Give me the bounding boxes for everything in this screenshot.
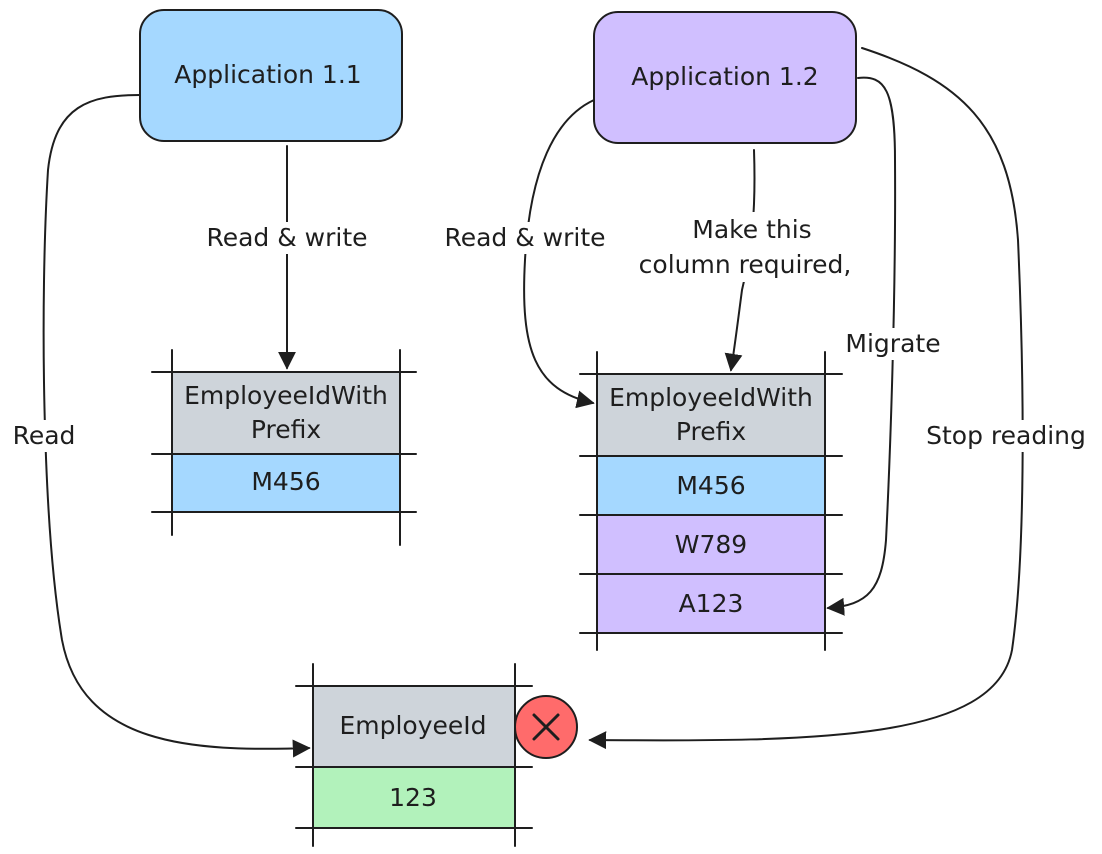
bottom-table-row-123 xyxy=(313,767,515,828)
left-table-header-cell xyxy=(172,372,400,454)
right-table-cell-value-3: A123 xyxy=(679,589,744,618)
edge-app12-read-write-label: Read & write xyxy=(444,223,605,252)
left-table-header-line1: EmployeeIdWith xyxy=(184,381,388,410)
edge-app12-stop-reading xyxy=(588,47,1024,750)
remove-badge xyxy=(514,695,578,759)
left-table-cell-value: M456 xyxy=(251,467,320,496)
application-1-1-node[interactable]: Application 1.1 xyxy=(139,9,403,142)
right-table: EmployeeIdWith Prefix M456 W789 A123 xyxy=(579,351,843,651)
bottom-table-header: EmployeeId xyxy=(339,711,486,740)
x-icon xyxy=(532,713,560,741)
edge-app12-stop-reading-label: Stop reading xyxy=(926,421,1086,450)
edge-app11-read-write-label: Read & write xyxy=(206,223,367,252)
left-table-header-line2: Prefix xyxy=(251,415,321,444)
edge-app12-required-label-line2: column required, xyxy=(639,250,852,279)
right-table-row-a123 xyxy=(597,574,825,633)
edge-app12-migrate-label: Migrate xyxy=(845,329,940,358)
right-table-row-w789 xyxy=(597,515,825,574)
application-1-2-node[interactable]: Application 1.2 xyxy=(593,11,857,144)
edge-app11-to-employeeid xyxy=(42,94,311,758)
right-table-header-line1: EmployeeIdWith xyxy=(609,383,813,412)
edge-app12-migrate xyxy=(826,76,897,616)
application-1-1-label: Application 1.1 xyxy=(174,60,361,89)
edge-app12-required xyxy=(724,149,756,372)
left-table-row-m456 xyxy=(172,454,400,512)
left-table: EmployeeIdWith Prefix M456 xyxy=(151,349,417,546)
right-table-row-m456 xyxy=(597,456,825,515)
application-1-2-label: Application 1.2 xyxy=(631,62,818,91)
edge-app12-required-label-line1: Make this xyxy=(692,215,811,244)
edge-app11-read-label: Read xyxy=(13,421,76,450)
right-table-cell-value-2: W789 xyxy=(675,530,747,559)
bottom-table: EmployeeId 123 xyxy=(295,663,533,847)
bottom-table-header-cell xyxy=(313,686,515,767)
right-table-header-line2: Prefix xyxy=(676,417,746,446)
right-table-header-cell xyxy=(597,374,825,456)
bottom-table-cell-value: 123 xyxy=(389,783,437,812)
edge-app12-to-right-table xyxy=(523,99,595,409)
right-table-cell-value-1: M456 xyxy=(676,471,745,500)
